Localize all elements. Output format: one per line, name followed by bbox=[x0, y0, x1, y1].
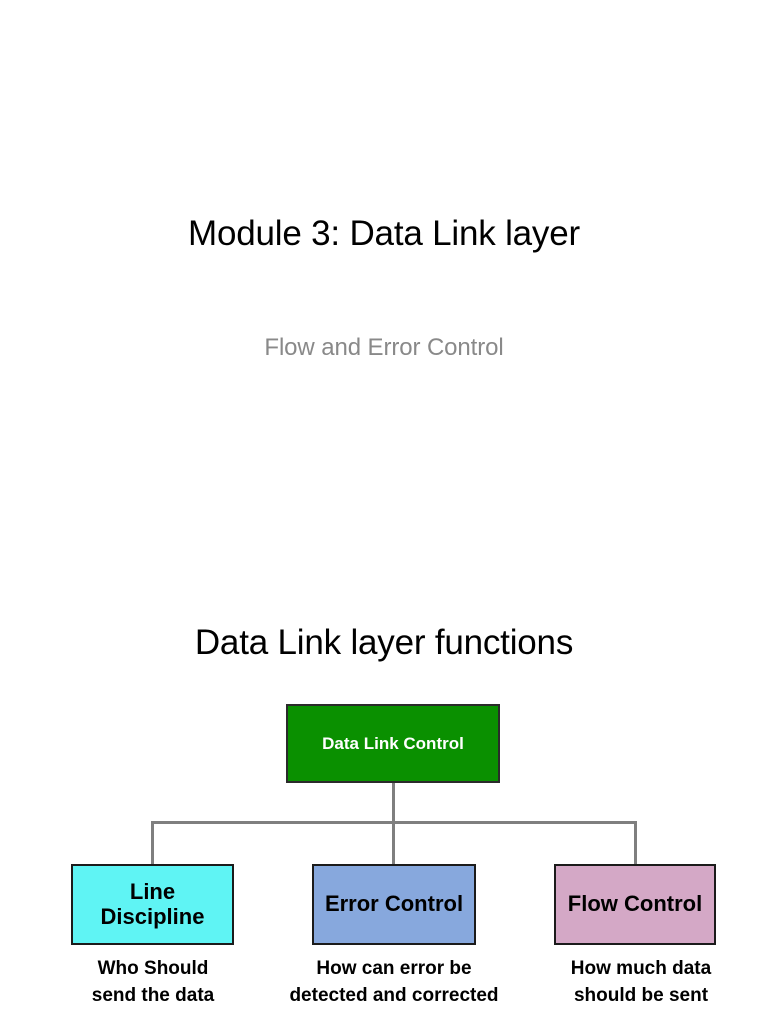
caption-flow-control: How much data should be sent bbox=[570, 958, 712, 1006]
node-label-error-control: Error Control bbox=[324, 891, 464, 917]
connector-drop-right bbox=[634, 821, 637, 866]
node-line-discipline: Line Discipline bbox=[71, 864, 234, 945]
page-title: Module 3: Data Link layer bbox=[188, 214, 580, 253]
section-heading: Data Link layer functions bbox=[194, 623, 574, 662]
node-label-root: Data Link Control bbox=[322, 733, 464, 753]
node-error-control: Error Control bbox=[312, 864, 476, 945]
node-flow-control: Flow Control bbox=[554, 864, 716, 945]
connector-drop-left bbox=[151, 821, 154, 866]
node-label-line-discipline: Line Discipline bbox=[100, 878, 205, 929]
connector-stem bbox=[392, 782, 395, 868]
node-label-flow-control: Flow Control bbox=[567, 891, 703, 917]
connector-bus bbox=[151, 821, 637, 824]
org-chart: Data Link Control Line Discipline Error … bbox=[0, 690, 768, 1024]
page-subtitle: Flow and Error Control bbox=[264, 334, 504, 361]
caption-line-discipline: Who Should send the data bbox=[91, 958, 215, 1006]
node-data-link-control: Data Link Control bbox=[286, 704, 500, 783]
caption-error-control: How can error be detected and corrected bbox=[289, 958, 499, 1006]
